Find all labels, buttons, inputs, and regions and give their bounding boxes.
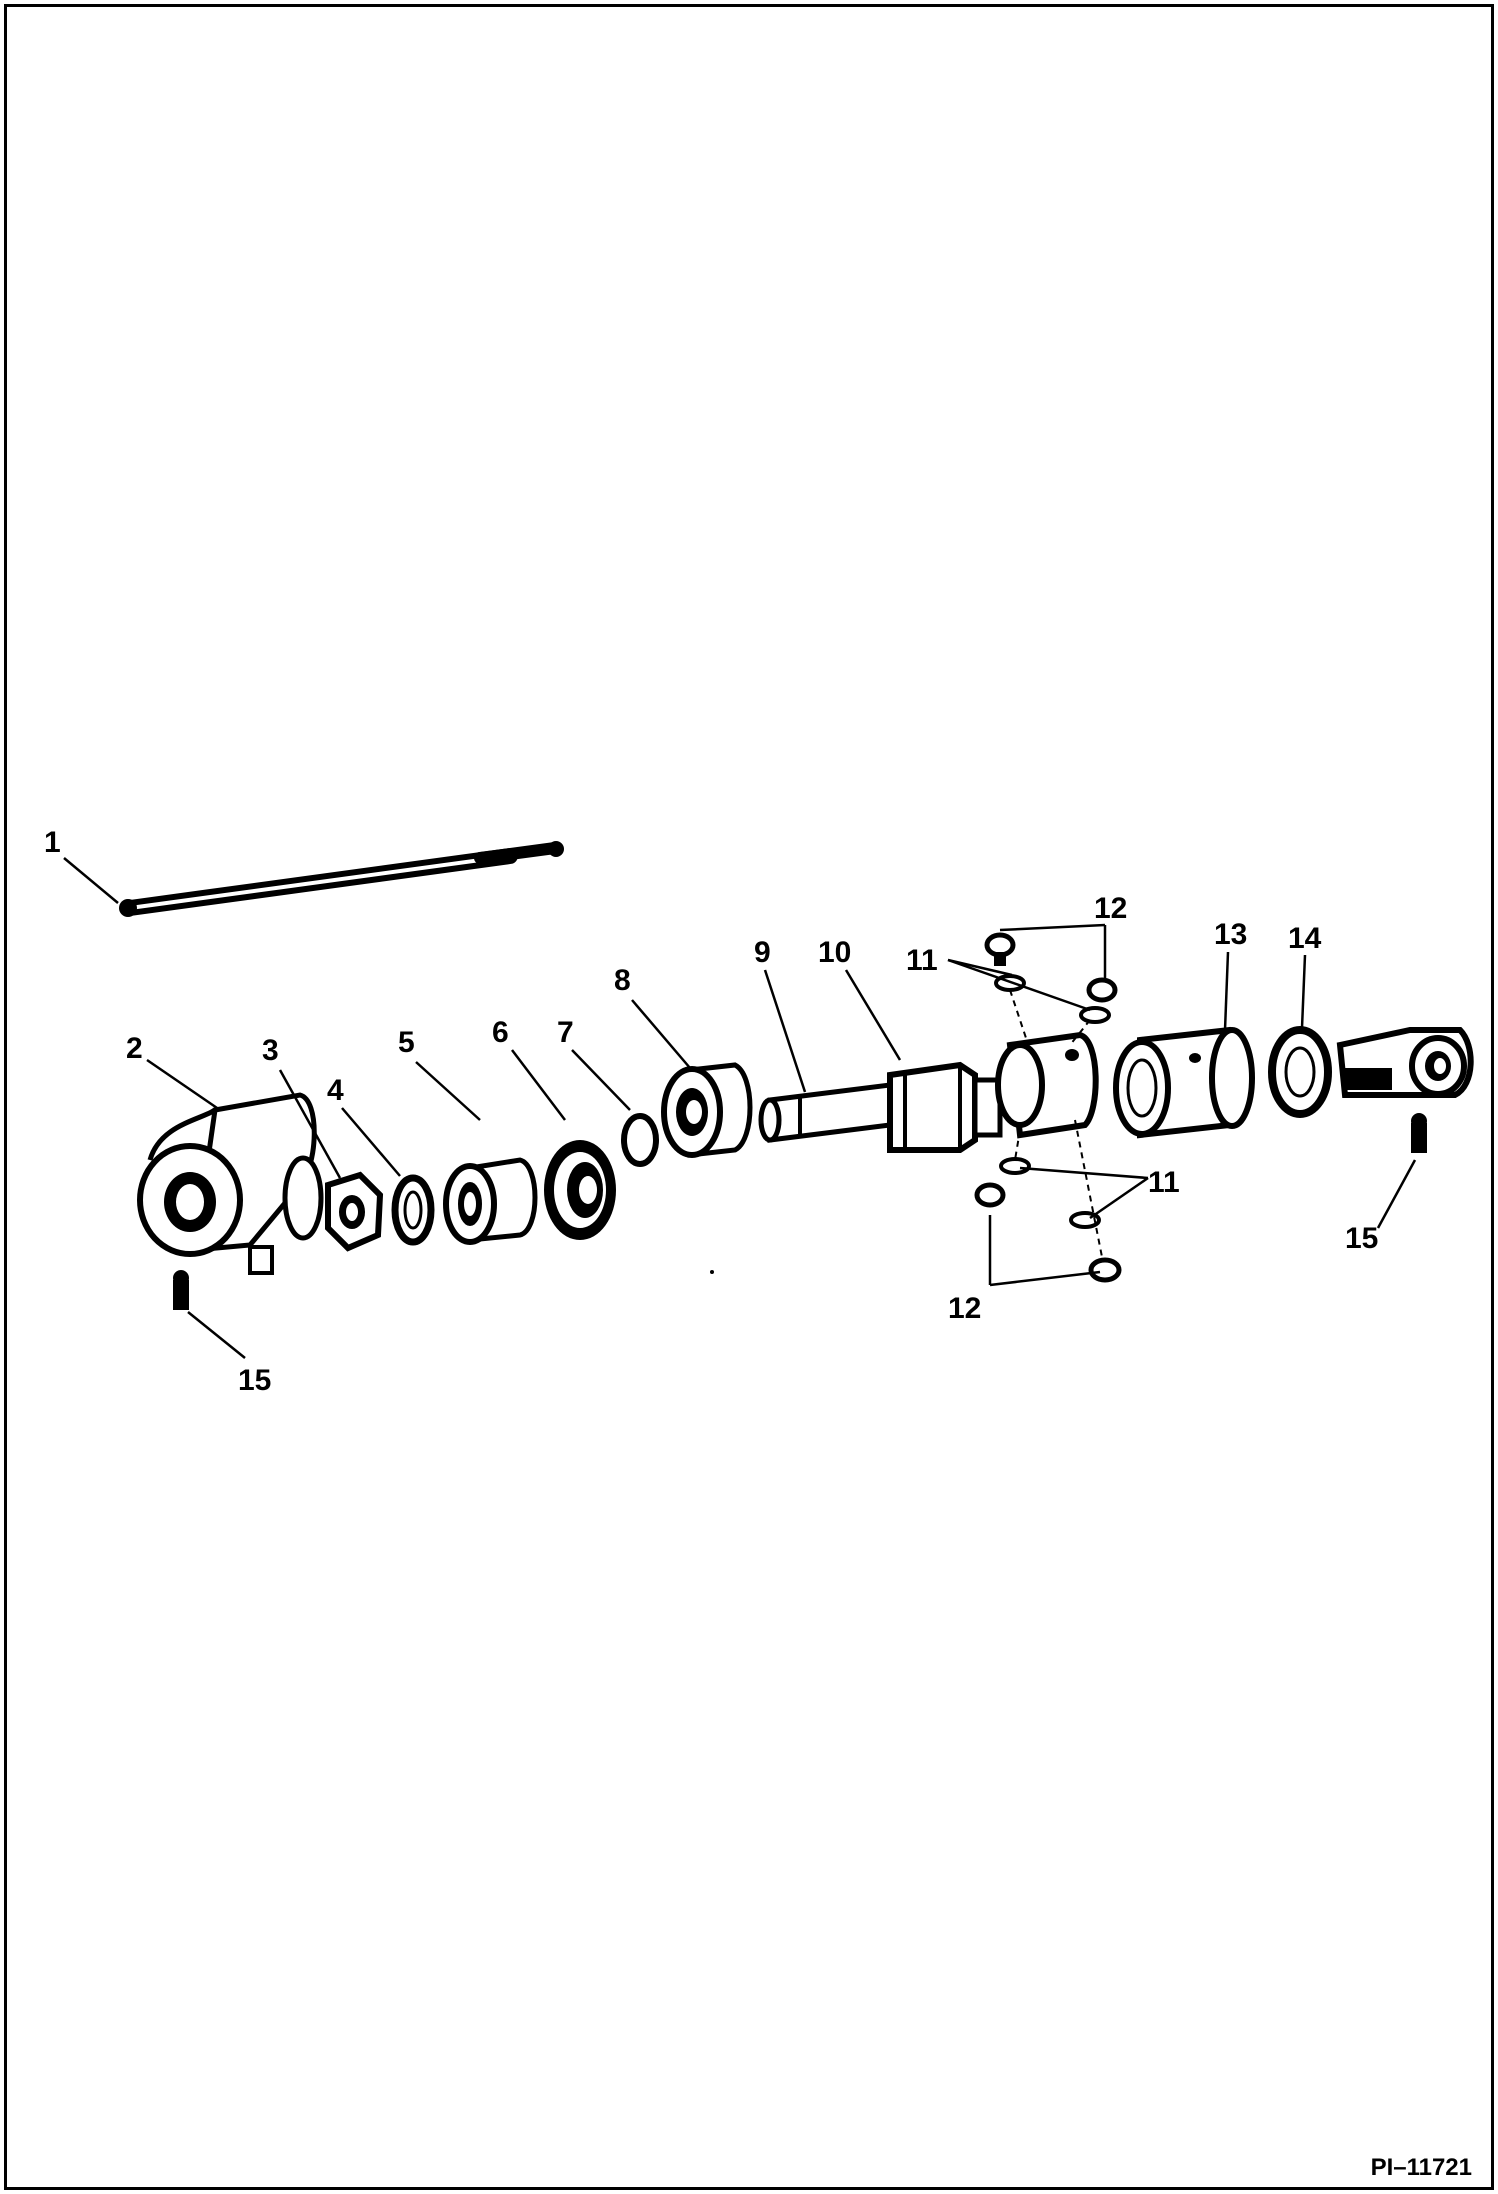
callout-1: 1 <box>44 826 61 859</box>
callout-15-right: 15 <box>1345 1222 1378 1255</box>
part-9-shaft <box>758 1082 893 1143</box>
center-clamp-body <box>995 1031 1099 1139</box>
part-4-washer <box>391 1174 435 1246</box>
part-2-elbow-housing <box>137 1092 324 1275</box>
callout-6: 6 <box>492 1016 509 1049</box>
callout-10: 10 <box>818 936 851 969</box>
callout-9: 9 <box>754 936 771 969</box>
part-6-seal <box>544 1140 616 1240</box>
stray-dot <box>710 1270 714 1274</box>
callout-5: 5 <box>398 1026 415 1059</box>
part-14-ring <box>1268 1026 1332 1118</box>
part-11-12-fasteners <box>974 932 1122 1283</box>
callout-15-left: 15 <box>238 1364 271 1397</box>
callout-3: 3 <box>262 1034 279 1067</box>
part-13-barrel <box>1113 1026 1255 1139</box>
part-15-grease-fittings <box>173 1113 1427 1310</box>
callout-12-bottom: 12 <box>948 1292 981 1325</box>
part-10-sleeve <box>887 1061 1003 1153</box>
callout-13: 13 <box>1214 918 1247 951</box>
callout-4: 4 <box>327 1074 344 1107</box>
part-5-bushing <box>443 1157 538 1245</box>
part-7-o-ring <box>621 1113 659 1167</box>
callout-labels: 1 2 3 4 5 6 7 8 9 10 11 11 12 12 13 14 1… <box>44 826 1378 1397</box>
part-8-piston <box>661 1062 753 1158</box>
callout-12-top: 12 <box>1094 892 1127 925</box>
callout-11-top: 11 <box>906 944 938 977</box>
callout-8: 8 <box>614 964 631 997</box>
figure-id: PI–11721 <box>1370 2154 1472 2181</box>
callout-11-bottom: 11 <box>1148 1166 1180 1199</box>
leader-lines <box>63 857 1417 1359</box>
callout-14: 14 <box>1288 922 1322 955</box>
right-elbow-fitting <box>1336 1027 1474 1098</box>
callout-2: 2 <box>126 1032 143 1065</box>
part-3-hex-nut <box>325 1171 384 1252</box>
callout-7: 7 <box>557 1016 574 1049</box>
part-1-rod <box>119 841 564 917</box>
